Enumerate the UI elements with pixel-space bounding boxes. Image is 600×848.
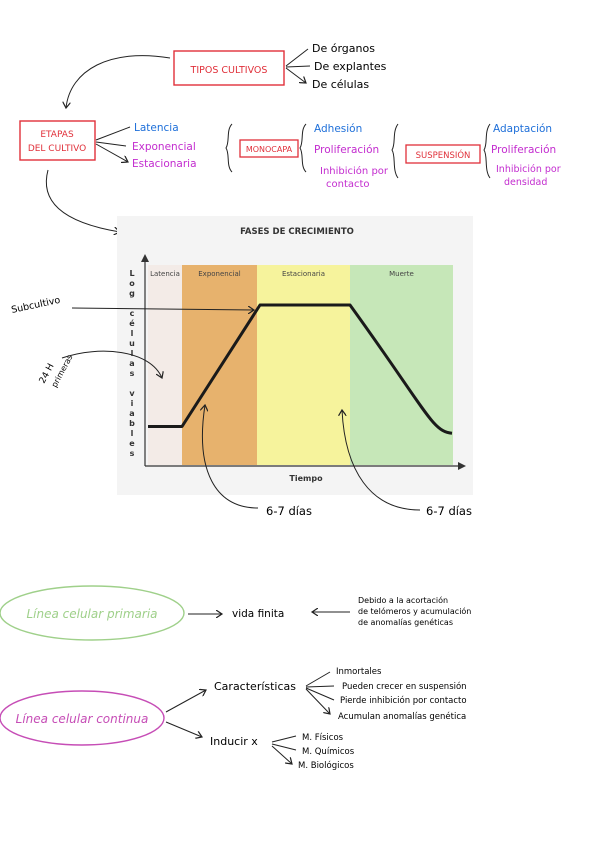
caracteristicas-label: Características (214, 680, 296, 693)
inducir-item-2: M. Químicos (302, 747, 355, 757)
continua-ellipse (0, 690, 165, 746)
x-axis-label: Tiempo (289, 474, 323, 483)
subcultivo-label: Subcultivo (10, 295, 61, 316)
y-axis-label-letter: i (131, 399, 134, 408)
primaria-note-1: Debido a la acortación (358, 595, 448, 605)
y-axis-label-letter: s (130, 369, 135, 378)
tipos-branch-arrows (285, 48, 310, 83)
growth-phases-chart: FASES DE CRECIMIENTO Latencia Exponencial… (117, 216, 473, 495)
primaria-label: Línea celular primaria (26, 607, 157, 621)
suspension-left-brace (391, 123, 399, 179)
suspension-adaptacion: Adaptación (493, 123, 552, 135)
y-axis-label-letter: a (129, 359, 134, 368)
growth-curve-line (148, 303, 453, 435)
phase-band-3 (257, 265, 350, 465)
dias-left-arrow (202, 405, 259, 509)
monocapa-proliferacion: Proliferación (314, 144, 379, 156)
monocapa-inhibicion-2: contacto (326, 179, 370, 190)
phase-band-4 (350, 265, 453, 465)
chart-title: FASES DE CRECIMIENTO (240, 227, 354, 237)
caract-item-3: Pierde inhibición por contacto (340, 695, 467, 706)
inducir-branch-arrows (271, 735, 296, 764)
dias-right-label: 6-7 días (426, 504, 472, 518)
phase-bands: Latencia Exponencial Estacionaria Muerte (148, 265, 453, 465)
phase-label-2: Exponencial (198, 270, 241, 278)
etapas-label-1: ETAPAS (40, 130, 74, 140)
dias-left-label: 6-7 días (266, 504, 312, 518)
y-axis-label-letter: v (129, 389, 135, 398)
primaria-note-3: de anomalías genéticas (358, 617, 453, 627)
inducir-item-3: M. Biológicos (298, 760, 354, 771)
subcultivo-arrow (71, 308, 254, 310)
monocapa-adhesion: Adhesión (314, 123, 362, 135)
inducir-label: Inducir x (210, 735, 258, 748)
tipos-cultivos-box (173, 50, 285, 86)
dias-right-arrow (342, 410, 421, 511)
suspension-proliferacion: Proliferación (491, 144, 556, 156)
curved-arrow-tipos-to-etapas (66, 55, 171, 108)
suspension-label: SUSPENSIÓN (416, 149, 471, 161)
y-axis-label-letter: b (129, 419, 135, 428)
primaria-ellipse (0, 585, 185, 641)
phase-band-1 (148, 265, 182, 465)
phase-label-4: Muerte (389, 270, 414, 278)
y-axis-label-letter: l (131, 349, 134, 358)
primaria-result: vida finita (232, 608, 284, 620)
y-axis-label-letter: e (129, 439, 135, 448)
monocapa-label: MONOCAPA (246, 145, 293, 154)
phase-band-2 (182, 265, 257, 465)
monocapa-inhibicion-1: Inhibición por (320, 165, 389, 177)
caract-item-4: Acumulan anomalías genética (338, 711, 466, 722)
monocapa-left-brace (225, 123, 233, 173)
etapa-estacionaria: Estacionaria (132, 158, 197, 170)
y-axis-label-letter: s (130, 449, 135, 458)
curved-arrow-etapas-to-chart (45, 169, 120, 232)
y-axis-label-letter: c (130, 309, 135, 318)
y-axis-label-letter: a (129, 409, 134, 418)
y-axis-label-letter: o (129, 279, 135, 288)
tipos-cultivos-label: TIPOS CULTIVOS (190, 65, 268, 76)
phase-label-3: Estacionaria (282, 270, 325, 278)
continua-arrow-inducir (165, 721, 202, 737)
caract-item-1: Inmortales (336, 667, 382, 677)
suspension-box (405, 144, 481, 164)
etapa-latencia: Latencia (134, 122, 179, 134)
suspension-inhibicion-1: Inhibición por (496, 164, 561, 175)
primaria-note-2: de telómeros y acumulación (358, 606, 471, 616)
suspension-right-brace (483, 123, 491, 179)
tipos-item-explantes: De explantes (314, 60, 387, 73)
continua-arrow-caract (165, 690, 206, 713)
etapa-exponencial: Exponencial (132, 141, 196, 153)
phase-label-1: Latencia (150, 270, 180, 278)
y-axis-label-letter: l (131, 329, 134, 338)
suspension-inhibicion-2: densidad (504, 177, 547, 188)
continua-label: Línea celular continua (16, 712, 149, 726)
caract-branch-arrows (305, 671, 334, 714)
caract-item-2: Pueden crecer en suspensión (342, 681, 467, 692)
tipos-item-organos: De órganos (312, 42, 375, 55)
y-axis-label-letter: é (129, 318, 135, 328)
etapas-label-2: DEL CULTIVO (28, 144, 86, 154)
etapas-branch-arrows (95, 126, 130, 162)
y-axis-arrowhead (141, 254, 149, 262)
tipos-item-celulas: De células (312, 78, 369, 91)
y-axis-label-letter: l (131, 429, 134, 438)
y-axis-label-letter: u (129, 339, 135, 348)
h24-arrow (61, 350, 162, 378)
y-axis-label-letter: L (129, 269, 134, 278)
inducir-item-1: M. Físicos (302, 733, 344, 743)
x-axis-arrowhead (458, 462, 466, 470)
monocapa-right-brace (299, 123, 307, 173)
etapas-box (19, 120, 96, 161)
monocapa-box (239, 139, 299, 158)
y-axis-label-letter: g (129, 289, 135, 298)
